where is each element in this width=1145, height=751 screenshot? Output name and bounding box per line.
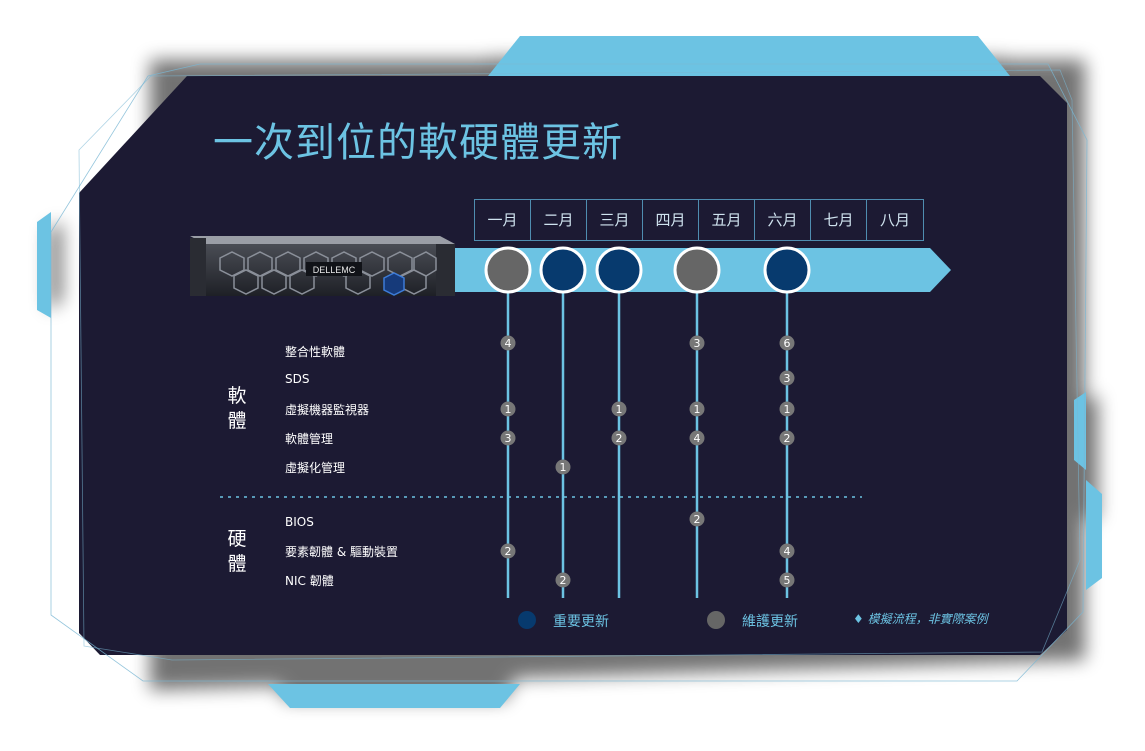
count-badge (555, 459, 571, 475)
month-aug: 八月 (879, 211, 910, 229)
count-badge (500, 543, 516, 559)
count-badge-label: 1 (784, 403, 791, 416)
category-software-label: 軟 體 (227, 385, 247, 432)
row-label-software-management: 軟體管理 (285, 432, 334, 446)
count-badge-label: 4 (784, 545, 791, 558)
month-jul: 七月 (811, 200, 867, 240)
row-label-virtualization-management: 虛擬化管理 (285, 461, 346, 475)
right-accent-tab-1 (1074, 392, 1086, 470)
count-badge (779, 572, 795, 588)
page-title: 一次到位的軟硬體更新 (213, 120, 623, 166)
count-badge-label: 1 (694, 403, 701, 416)
release-3: 3 1 4 2 (673, 246, 721, 598)
month-mar: 三月 (587, 200, 643, 240)
server-brand-label: DELLEMC (313, 265, 356, 275)
major-update-node (595, 246, 643, 294)
count-badge (779, 401, 795, 417)
major-update-node (763, 246, 811, 294)
top-accent-tab (488, 36, 1010, 76)
server-image: DELLEMC (190, 236, 455, 296)
row-label-hypervisor: 虛擬機器監視器 (285, 403, 370, 417)
outline-frame-inner (78, 69, 1081, 661)
legend-major-label: 重要更新 (553, 614, 609, 630)
count-badge (500, 401, 516, 417)
release-2: 12 (595, 246, 643, 598)
month-may: 五月 (699, 200, 755, 240)
count-badge (500, 335, 516, 351)
category-software: 軟 體 (224, 384, 250, 434)
maintenance-update-node (673, 246, 721, 294)
major-update-node (539, 246, 587, 294)
maintenance-update-node (484, 246, 532, 294)
right-accent-tab-2 (1086, 480, 1102, 590)
simulation-note: ♦ 模擬流程，非實際案例 (853, 612, 988, 626)
month-jun: 六月 (755, 200, 811, 240)
left-accent-tab (37, 212, 51, 318)
release-0: 4 1 3 2 (484, 246, 532, 598)
month-feb: 二月 (531, 200, 587, 240)
category-hardware-label: 硬 體 (227, 528, 247, 575)
row-label-integrated: 整合性軟體 (285, 345, 346, 359)
main-panel (79, 76, 1067, 655)
count-badge-label: 2 (784, 432, 791, 445)
count-badge-label: 6 (784, 337, 791, 350)
count-badge (779, 370, 795, 386)
count-badge (689, 335, 705, 351)
legend-major-dot (518, 611, 536, 629)
count-badge (689, 511, 705, 527)
month-jan: 一月 (475, 200, 531, 240)
count-badge (779, 335, 795, 351)
count-badge (779, 543, 795, 559)
row-label-nic-firmware: NIC 韌體 (285, 574, 334, 588)
month-apr: 四月 (643, 200, 699, 240)
count-badge-label: 1 (616, 403, 623, 416)
count-badge-label: 2 (560, 574, 567, 587)
count-badge-label: 3 (784, 372, 791, 385)
month-header: 一月 二月 三月 四月 五月 六月 七月 八月 (474, 199, 924, 241)
row-label-sds: SDS (285, 372, 310, 386)
row-label-bios: BIOS (285, 515, 314, 529)
release-4: 6 3 1 2 4 5 (763, 246, 811, 598)
count-badge (689, 430, 705, 446)
count-badge-label: 5 (784, 574, 791, 587)
count-badge (500, 430, 516, 446)
count-badge (689, 401, 705, 417)
outline-frame-outer (50, 63, 1088, 682)
count-badge-label: 4 (694, 432, 701, 445)
count-badge (779, 430, 795, 446)
count-badge-label: 3 (505, 432, 512, 445)
legend-maintenance-label: 維護更新 (742, 614, 798, 630)
legend-maintenance-dot (707, 611, 725, 629)
count-badge-label: 2 (505, 545, 512, 558)
count-badge-label: 2 (694, 513, 701, 526)
release-1: 12 (539, 246, 587, 598)
row-label-firmware-drivers: 要素韌體 & 驅動裝置 (285, 545, 398, 559)
count-badge-label: 2 (616, 432, 623, 445)
category-hardware: 硬 體 (224, 527, 250, 577)
count-badge (611, 401, 627, 417)
count-badge-label: 3 (694, 337, 701, 350)
count-badge-label: 4 (505, 337, 512, 350)
count-badge-label: 1 (560, 461, 567, 474)
count-badge (611, 430, 627, 446)
bottom-accent-tab (268, 684, 520, 708)
count-badge-label: 1 (505, 403, 512, 416)
count-badge (555, 572, 571, 588)
